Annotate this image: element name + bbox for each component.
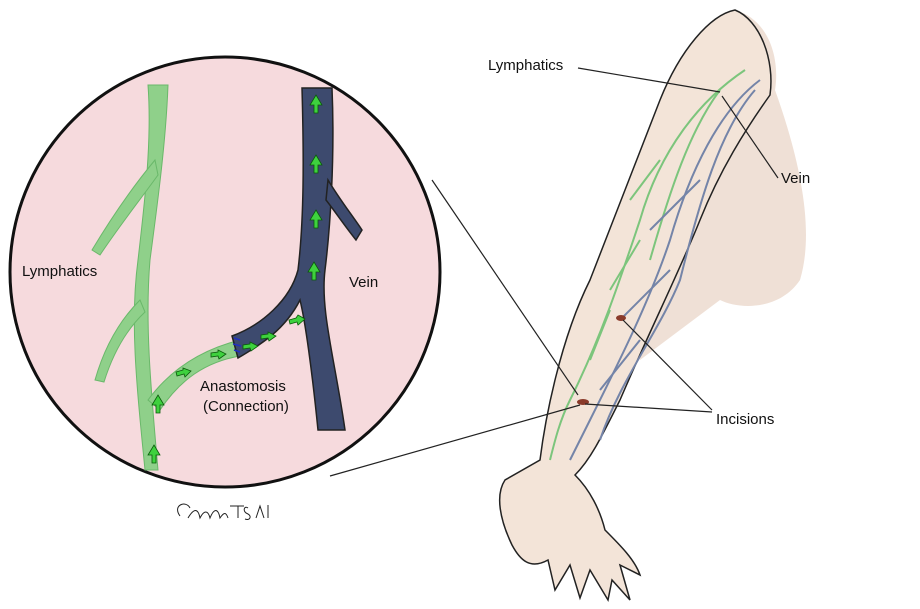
incisions-label: Incisions — [716, 411, 775, 428]
arm-lymphatics-label: Lymphatics — [488, 57, 564, 74]
artist-signature — [177, 503, 269, 520]
incision-upper — [616, 315, 626, 321]
connection-label: (Connection) — [203, 398, 289, 415]
anastomosis-sutures — [232, 337, 242, 353]
flow-arrows — [147, 94, 323, 464]
arm-vein-label: Vein — [781, 170, 811, 187]
leader-lines — [329, 67, 779, 477]
zoom-lymphatic-vessel — [91, 84, 241, 471]
arm-lymphatics — [549, 69, 746, 461]
zoom-vein-label: Vein — [349, 274, 379, 291]
anastomosis-label: Anastomosis — [200, 378, 286, 395]
arm-veins — [569, 79, 761, 461]
zoom-lymphatics-label: Lymphatics — [22, 263, 98, 280]
zoom-vein-vessel — [231, 87, 363, 431]
